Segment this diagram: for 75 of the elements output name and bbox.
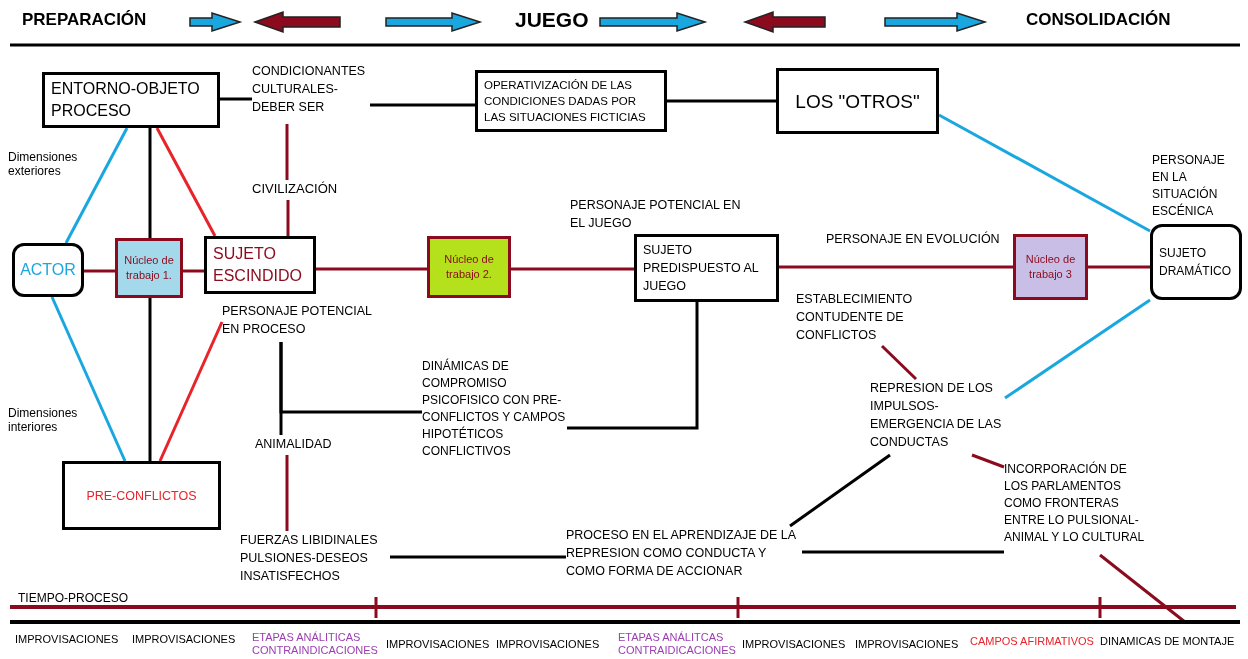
timeline-stage: IMPROVISACIONES [855,638,959,651]
connector-line [567,302,699,430]
process-box [475,70,667,132]
text-label: INCORPORACIÓN DE LOS PARLAMENTOS COMO FRONTERAS ENTRE LO PULSIONAL- ANIMAL Y LO CULTURAL [1004,461,1149,555]
phase-label: CONSOLIDACIÓN [1026,10,1171,30]
connector-line [148,298,152,461]
box-label: ENTORNO-OBJETO PROCESO [51,79,201,121]
timeline-title: TIEMPO-PROCESO [18,591,128,605]
connector-line [779,265,1013,269]
phase-label: PREPARACIÓN [22,10,147,30]
text-label: DINÁMICAS DE COMPROMISO PSICOFISICO CON PRE-CONFLICTOS Y CAMPOS HIPOTÉTICOS CONFLICTIVOS [422,358,567,466]
side-note: Dimensiones exteriores [8,150,79,178]
connector-line [84,269,115,273]
connector-line [667,99,776,103]
connector-line [316,267,427,271]
text-label: FUERZAS LIBIDINALES PULSIONES-DESEOS INSATISFECHOS [240,531,390,593]
box-label: LOS "OTROS" [795,89,920,114]
process-box [62,461,221,530]
connector-line [286,200,290,236]
process-box [42,72,220,128]
timeline-stage: IMPROVISACIONES [132,633,236,646]
process-box [776,68,939,134]
text-label: PROCESO EN EL APRENDIZAJE DE LA REPRESION COMO CONDUCTA Y COMO FORMA DE ACCIONAR [566,526,802,586]
phase-label: JUEGO [515,8,589,32]
connector-line [285,124,289,180]
connector-line [148,128,152,238]
connector-line [971,453,1005,469]
text-label: CONDICIONANTES CULTURALES- DEBER SER [252,62,370,124]
connector-line [370,103,475,107]
connector-line [511,267,634,271]
process-box [204,236,316,294]
process-box [634,234,779,302]
connector-line [789,453,891,528]
timeline-stage: ETAPAS ANÁLITCAS CONTRAIDICACIONES [618,631,737,657]
box-label: SUJETO PREDISPUESTO AL JUEGO [643,242,760,295]
timeline-stage: CAMPOS AFIRMATIVOS [970,635,1094,648]
box-label: OPERATIVIZACIÓN DE LAS CONDICIONES DADAS POR LAS SITUACIONES FICTICIAS [484,78,647,125]
text-label: ANIMALIDAD [255,435,340,455]
timeline-stage: IMPROVISACIONES [15,633,119,646]
connector-line [50,296,127,462]
connector-line [802,550,1004,554]
heading-text: PERSONAJE EN LA SITUACIÓN ESCÉNICA [1152,152,1226,220]
connector-line [1004,298,1151,400]
process-box [1013,234,1088,300]
process-box [115,238,183,298]
text-label: REPRESION DE LOS IMPULSOS- EMERGENCIA DE LAS CONDUCTAS [870,379,1005,455]
connector-line [183,269,204,273]
connector-line [938,113,1151,233]
process-box [427,236,511,298]
box-label: SUJETO DRAMÁTICO [1159,245,1232,280]
timeline-stage: DINAMICAS DE MONTAJE [1100,635,1235,648]
side-note: Dimensiones interiores [8,406,79,434]
timeline-stage: IMPROVISACIONES [496,638,600,651]
box-label: Núcleo de trabajo 2. [443,252,495,282]
text-label: ESTABLECIMIENTO CONTUDENTE DE CONFLICTOS [796,290,914,346]
timeline-stage: IMPROVISACIONES [742,638,846,651]
connector-line [880,344,918,381]
box-label: Núcleo de trabajo 3 [1024,252,1077,282]
connector-line [279,342,422,414]
box-label: PRE-CONFLICTOS [86,487,197,505]
box-label: Núcleo de trabajo 1. [124,253,174,283]
connector-line [390,555,566,559]
text-label: PERSONAJE POTENCIAL EN PROCESO [222,302,372,342]
text-label: CIVILIZACIÓN [252,180,347,200]
box-label: ACTOR [20,260,76,280]
connector-line [285,455,289,531]
timeline-stage: IMPROVISACIONES [386,638,490,651]
connector-line [1088,265,1150,269]
rounded-box [12,243,84,297]
connector-line [158,321,224,462]
connector-line [64,127,129,244]
connector-line [220,97,252,101]
connector-line [155,127,217,237]
box-label: SUJETO ESCINDIDO [213,244,303,286]
timeline-stage: ETAPAS ANÁLITICAS CONTRAINDICACIONES [252,631,379,657]
